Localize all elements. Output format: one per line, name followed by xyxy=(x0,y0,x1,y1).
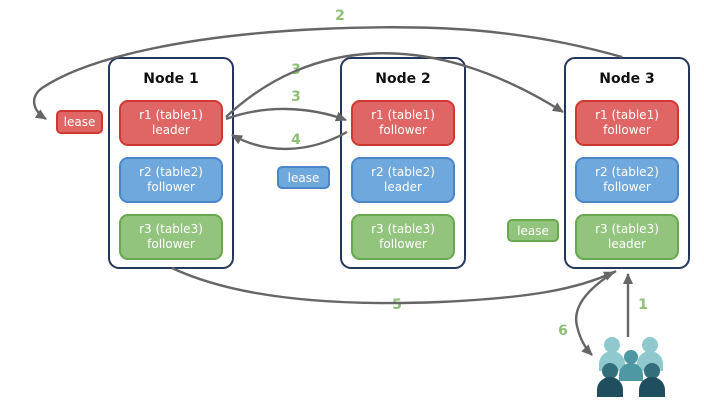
replica-name: r3 (table3) xyxy=(595,222,659,236)
arrow-step-3-to-node2 xyxy=(225,107,347,122)
lease-chip-table2: lease xyxy=(277,166,330,189)
replica-name: r3 (table3) xyxy=(139,222,203,236)
replica-role: follower xyxy=(379,237,427,251)
replica-role: follower xyxy=(603,180,651,194)
replica-node2-r1: r1 (table1) follower xyxy=(351,100,455,146)
replica-name: r2 (table2) xyxy=(139,165,203,179)
node-2-title: Node 2 xyxy=(375,71,431,87)
replica-role: follower xyxy=(603,123,651,137)
node-3-replicas: r1 (table1) follower r2 (table2) followe… xyxy=(575,100,679,260)
node-1-replicas: r1 (table1) leader r2 (table2) follower … xyxy=(119,100,223,260)
replica-role: leader xyxy=(151,123,190,137)
step-label-3-to-node2: 3 xyxy=(291,89,301,105)
replica-node3-r2: r2 (table2) follower xyxy=(575,157,679,203)
step-label-1: 1 xyxy=(638,297,648,313)
step-label-3-to-node3: 3 xyxy=(291,62,301,78)
users-icon xyxy=(597,337,665,397)
node-3-title: Node 3 xyxy=(599,71,655,87)
arrow-step-6 xyxy=(574,269,617,356)
node-1-box: Node 1 r1 (table1) leader r2 (table2) fo… xyxy=(108,57,234,269)
replica-role: leader xyxy=(607,237,646,251)
step-label-5: 5 xyxy=(392,297,402,313)
replica-role: follower xyxy=(147,180,195,194)
replica-node1-r3: r3 (table3) follower xyxy=(119,214,223,260)
lease-chip-table3: lease xyxy=(507,219,559,242)
replica-name: r1 (table1) xyxy=(139,108,203,122)
node-2-replicas: r1 (table1) follower r2 (table2) leader … xyxy=(351,100,455,260)
replica-name: r1 (table1) xyxy=(371,108,435,122)
replica-node3-r3: r3 (table3) leader xyxy=(575,214,679,260)
replica-node3-r1: r1 (table1) follower xyxy=(575,100,679,146)
step-label-4: 4 xyxy=(291,132,301,148)
node-1-title: Node 1 xyxy=(143,71,199,87)
replica-role: follower xyxy=(379,123,427,137)
replica-name: r1 (table1) xyxy=(595,108,659,122)
replica-name: r3 (table3) xyxy=(371,222,435,236)
arrow-step-4 xyxy=(231,130,348,151)
node-2-box: Node 2 r1 (table1) follower r2 (table2) … xyxy=(340,57,466,269)
lease-chip-table1: lease xyxy=(56,110,103,134)
replica-role: follower xyxy=(147,237,195,251)
replica-role: leader xyxy=(383,180,422,194)
replica-node2-r3: r3 (table3) follower xyxy=(351,214,455,260)
node-3-box: Node 3 r1 (table1) follower r2 (table2) … xyxy=(564,57,690,269)
replica-node1-r1: r1 (table1) leader xyxy=(119,100,223,146)
replica-name: r2 (table2) xyxy=(371,165,435,179)
step-label-6: 6 xyxy=(558,323,568,339)
replica-node2-r2: r2 (table2) leader xyxy=(351,157,455,203)
replica-node1-r2: r2 (table2) follower xyxy=(119,157,223,203)
replica-name: r2 (table2) xyxy=(595,165,659,179)
step-label-2: 2 xyxy=(335,8,345,24)
